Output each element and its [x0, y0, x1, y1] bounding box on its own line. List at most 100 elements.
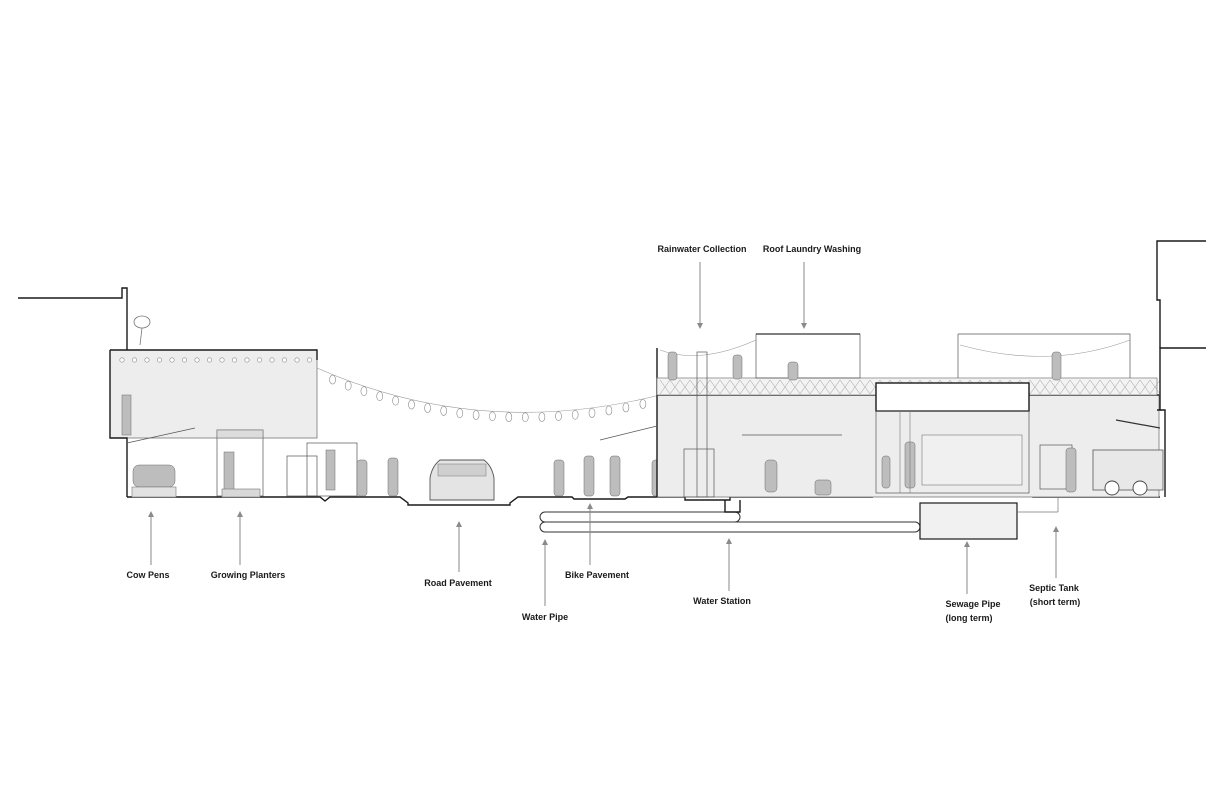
railing-bar: [779, 379, 791, 395]
arrow-head-icon: [587, 503, 593, 509]
label-septic-tank: Septic Tank: [1029, 583, 1080, 593]
light-bulb-icon: [219, 357, 225, 363]
ladder: [899, 411, 911, 493]
light-bulb-icon: [207, 357, 213, 363]
light-bulb-icon: [392, 395, 399, 406]
label-rainwater-collection: Rainwater Collection: [657, 244, 746, 254]
left-building: [18, 287, 318, 497]
light-bulb-icon: [622, 402, 630, 413]
car-figure: [429, 459, 495, 501]
railing-bar: [839, 379, 851, 395]
light-bulb-icon: [521, 412, 529, 423]
arrow-head-icon: [697, 323, 703, 329]
railing-bar: [749, 379, 761, 395]
railing-bar: [689, 379, 701, 395]
label-sewage-pipe: Sewage Pipe: [945, 599, 1000, 609]
light-bulb-icon: [489, 411, 496, 422]
label-road-pavement: Road Pavement: [424, 578, 492, 588]
railing-bar: [1129, 379, 1141, 395]
railing-bar: [819, 379, 831, 395]
light-bulb-icon: [329, 374, 336, 385]
railing-bar: [659, 379, 671, 395]
railing-bar: [799, 379, 811, 395]
railing-bar: [679, 379, 691, 395]
railing-bar: [1079, 379, 1091, 395]
pedestrians: [356, 455, 665, 497]
light-bulb-icon: [538, 412, 546, 422]
string-lights: [119, 357, 661, 423]
label-cow-pens: Cow Pens: [126, 570, 169, 580]
label-roof-laundry-washing: Roof Laundry Washing: [763, 244, 861, 254]
light-bulb-icon: [169, 357, 175, 363]
railing-bar: [829, 379, 841, 395]
railing-bar: [1049, 379, 1061, 395]
arrow-head-icon: [456, 521, 462, 527]
right-building: [599, 333, 1164, 498]
light-bulb-icon: [269, 357, 275, 363]
cow-pen-figure: [131, 464, 177, 498]
light-bulb-icon: [344, 380, 352, 391]
railing-bar: [739, 379, 751, 395]
arrow-head-icon: [801, 323, 807, 329]
railing-bar: [1149, 379, 1161, 395]
light-bulb-icon: [244, 357, 250, 363]
railing-bar: [719, 379, 731, 395]
label-water-station: Water Station: [693, 596, 751, 606]
arrow-head-icon: [1053, 526, 1059, 532]
railing-bar: [759, 379, 771, 395]
railing-bar: [1109, 379, 1121, 395]
truck-figure: [1092, 449, 1164, 496]
railing-bar: [769, 379, 781, 395]
light-bulb-icon: [408, 399, 415, 410]
railing-bar: [1059, 379, 1071, 395]
light-bulb-icon: [294, 357, 300, 363]
railing-bar: [1039, 379, 1051, 395]
arrow-head-icon: [237, 511, 243, 517]
light-bulb-icon: [456, 408, 464, 419]
far-right-building: [1156, 240, 1206, 497]
railing-bar: [1029, 379, 1041, 395]
label-bike-pavement: Bike Pavement: [565, 570, 629, 580]
light-bulb-icon: [232, 357, 238, 363]
railing-bar: [849, 379, 861, 395]
light-bulb-icon: [440, 406, 448, 416]
railing-bar: [1089, 379, 1101, 395]
light-bulb-icon: [281, 357, 287, 363]
arrow-head-icon: [964, 541, 970, 547]
railing-bar: [729, 379, 741, 395]
railing-bar: [809, 379, 821, 395]
railing-bar: [669, 379, 681, 395]
label-water-pipe: Water Pipe: [522, 612, 568, 622]
light-bulb-icon: [306, 357, 312, 363]
light-bulb-icon: [472, 410, 480, 420]
light-bulb-icon: [424, 403, 431, 413]
light-bulb-icon: [144, 357, 150, 363]
light-bulb-icon: [194, 357, 200, 363]
label-growing-planters: Growing Planters: [211, 570, 286, 580]
label-septic-tank-note: (short term): [1030, 597, 1081, 607]
light-bulb-icon: [605, 405, 613, 416]
water-pipe: [539, 500, 921, 533]
light-bulb-icon: [182, 357, 188, 363]
market-stall: [286, 442, 358, 497]
light-bulb-icon: [376, 391, 384, 402]
light-bulb-icon: [119, 357, 125, 363]
light-bulb-icon: [505, 412, 513, 422]
railing-bar: [1099, 379, 1111, 395]
light-bulb-icon: [555, 411, 562, 422]
railing-bar: [1139, 379, 1151, 395]
satellite-dish-icon: [133, 315, 151, 346]
railing-bar: [859, 379, 871, 395]
arrow-head-icon: [726, 538, 732, 544]
arrow-head-icon: [542, 539, 548, 545]
railing-bar: [699, 379, 711, 395]
light-bulb-icon: [571, 409, 579, 420]
light-bulb-icon: [639, 399, 647, 409]
arrow-head-icon: [148, 511, 154, 517]
railing-bar: [1069, 379, 1081, 395]
callout-arrows: [148, 262, 1059, 606]
light-bulb-icon: [256, 357, 262, 363]
person-figure: [121, 394, 132, 436]
railing-bar: [789, 379, 801, 395]
